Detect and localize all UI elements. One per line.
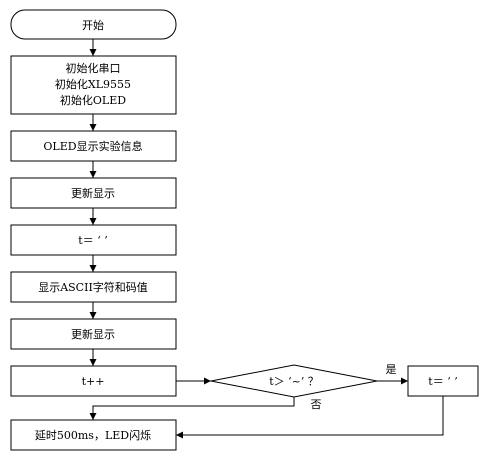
- init-label-line3: 初始化OLED: [60, 93, 126, 107]
- refresh-label-1: 更新显示: [71, 186, 115, 200]
- increment-label: t++: [82, 375, 105, 388]
- init-label-line2: 初始化XL9555: [55, 77, 131, 91]
- yes-label: 是: [386, 363, 397, 376]
- show-ascii-label: 显示ASCII字符和码值: [38, 280, 148, 294]
- no-label: 否: [311, 398, 322, 411]
- refresh-node-2: 更新显示: [10, 318, 177, 350]
- init-label-line1: 初始化串口: [66, 61, 121, 75]
- show-ascii-node: 显示ASCII字符和码值: [10, 271, 177, 303]
- reset-space-label: t＝ ‘ ’: [428, 375, 457, 388]
- delay-node: 延时500ms，LED闪烁: [10, 419, 177, 451]
- decision-label: t＞ ‘~’ ？: [269, 375, 319, 388]
- show-info-label: OLED显示实验信息: [43, 139, 142, 153]
- refresh-node-1: 更新显示: [10, 177, 177, 209]
- show-info-node: OLED显示实验信息: [10, 130, 177, 162]
- edge-reset-delay: [176, 396, 444, 439]
- delay-label: 延时500ms，LED闪烁: [35, 428, 151, 442]
- start-label: 开始: [82, 18, 104, 32]
- decision-node: t＞ ‘~’ ？: [210, 364, 378, 398]
- refresh-label-2: 更新显示: [71, 327, 115, 341]
- assign-space-label: t＝ ‘ ’: [78, 234, 107, 247]
- edge-decision-no: [89, 397, 295, 420]
- start-node: 开始: [10, 9, 177, 40]
- reset-space-node: t＝ ‘ ’: [407, 365, 479, 397]
- assign-space-node: t＝ ‘ ’: [10, 224, 177, 256]
- increment-node: t++: [10, 365, 177, 397]
- init-node: 初始化串口 初始化XL9555 初始化OLED: [10, 55, 177, 115]
